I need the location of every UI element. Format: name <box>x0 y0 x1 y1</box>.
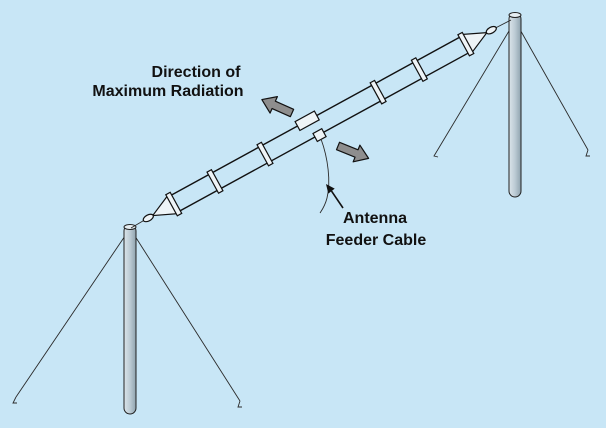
left-pole-anchor-left <box>12 396 17 404</box>
right-end-insulator <box>485 25 497 35</box>
spacer-ring-2 <box>206 168 224 195</box>
feeder-cable <box>319 138 330 214</box>
spacer-rings <box>164 31 475 217</box>
left-pole <box>123 224 137 415</box>
left-pole-anchor-right <box>237 400 242 408</box>
right-support-wire <box>494 19 512 29</box>
feed-connector <box>312 127 327 143</box>
spacer-ring-1 <box>164 191 183 217</box>
feeder-label-line1: Antenna <box>343 210 407 227</box>
spacer-ring-5 <box>410 57 429 83</box>
right-pole-anchor-right <box>585 149 590 157</box>
spacer-ring-4 <box>369 79 387 105</box>
antenna-element <box>142 25 497 223</box>
spacer-ring-6 <box>457 31 475 57</box>
feeder-pointer-arrow <box>326 184 344 209</box>
radiation-label-line1: Direction of <box>152 64 242 81</box>
feeder-label-line2: Feeder Cable <box>326 232 427 249</box>
radiation-arrow-up-left <box>261 96 295 118</box>
right-pole-guy-wire-right <box>517 25 589 151</box>
radiation-arrow-down-right <box>335 141 370 163</box>
left-pole-guy-wire-left <box>15 232 128 398</box>
spacer-ring-3 <box>256 141 274 167</box>
radiation-label-line2: Maximum Radiation <box>92 83 243 100</box>
right-pole <box>508 12 522 198</box>
left-end-insulator <box>142 213 154 223</box>
center-insulator-block <box>294 110 321 132</box>
left-pole-guy-wire-right <box>132 232 241 402</box>
right-pole-guy-wire-left <box>436 25 513 152</box>
right-pole-anchor-left <box>433 150 439 158</box>
left-support-wire <box>130 220 144 229</box>
